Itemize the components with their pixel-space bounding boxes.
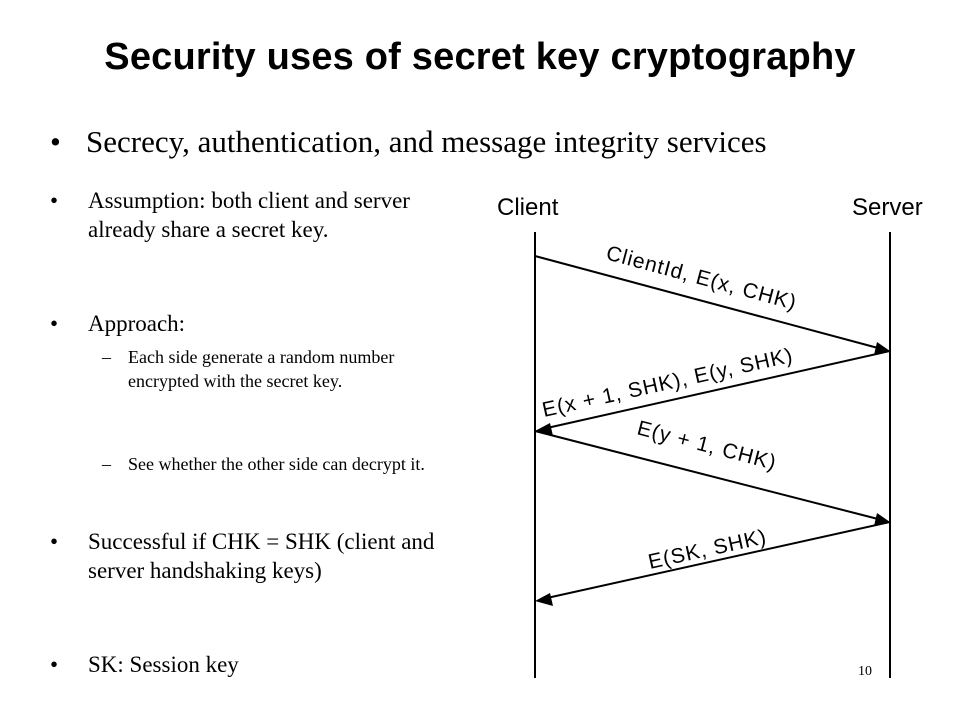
client-label: Client bbox=[497, 194, 559, 221]
sub-bullet-decrypt-text: See whether the other side can decrypt i… bbox=[128, 454, 425, 474]
bullet-approach: • Approach: bbox=[50, 309, 450, 338]
message-arrow-2 bbox=[546, 350, 891, 429]
bullet-dot: • bbox=[50, 529, 59, 554]
main-bullet-text: Secrecy, authentication, and message int… bbox=[86, 124, 767, 159]
page-number: 10 bbox=[858, 664, 872, 679]
sub-bullet-decrypt: – See whether the other side can decrypt… bbox=[102, 452, 460, 476]
bullet-successful: • Successful if CHK = SHK (client and se… bbox=[50, 527, 480, 585]
bullet-assumption: • Assumption: both client and server alr… bbox=[50, 186, 450, 244]
bullet-session-key: • SK: Session key bbox=[50, 650, 450, 679]
message-label-4: E(SK, SHK) bbox=[646, 525, 769, 574]
arrowhead-4 bbox=[535, 593, 553, 606]
server-label: Server bbox=[852, 194, 923, 221]
message-arrow-1 bbox=[534, 255, 879, 349]
message-arrow-4 bbox=[546, 521, 891, 599]
message-label-2: E(x + 1, SHK), E(y, SHK) bbox=[540, 344, 795, 422]
slide-title: Security uses of secret key cryptography bbox=[104, 36, 856, 78]
message-label-3: E(y + 1, CHK) bbox=[635, 417, 779, 475]
bullet-session-key-text: SK: Session key bbox=[88, 652, 239, 677]
bullet-dot: • bbox=[50, 311, 59, 336]
arrowhead-2 bbox=[535, 423, 553, 436]
message-label-1: ClientId, E(x, CHK) bbox=[604, 242, 800, 315]
main-bullet: • Secrecy, authentication, and message i… bbox=[50, 122, 767, 162]
message-arrow-3 bbox=[534, 430, 879, 520]
sub-bullet-generate-text: Each side generate a random number encry… bbox=[128, 347, 395, 391]
bullet-assumption-text: Assumption: both client and server alrea… bbox=[88, 188, 410, 242]
bullet-dot: • bbox=[50, 652, 59, 677]
sub-bullet-generate: – Each side generate a random number enc… bbox=[102, 345, 450, 393]
bullet-dot: • bbox=[50, 188, 59, 213]
bullet-successful-text: Successful if CHK = SHK (client and serv… bbox=[88, 529, 435, 583]
dash-marker: – bbox=[102, 454, 111, 474]
bullet-dot: • bbox=[50, 124, 61, 159]
bullet-approach-text: Approach: bbox=[88, 311, 186, 336]
dash-marker: – bbox=[102, 347, 111, 367]
